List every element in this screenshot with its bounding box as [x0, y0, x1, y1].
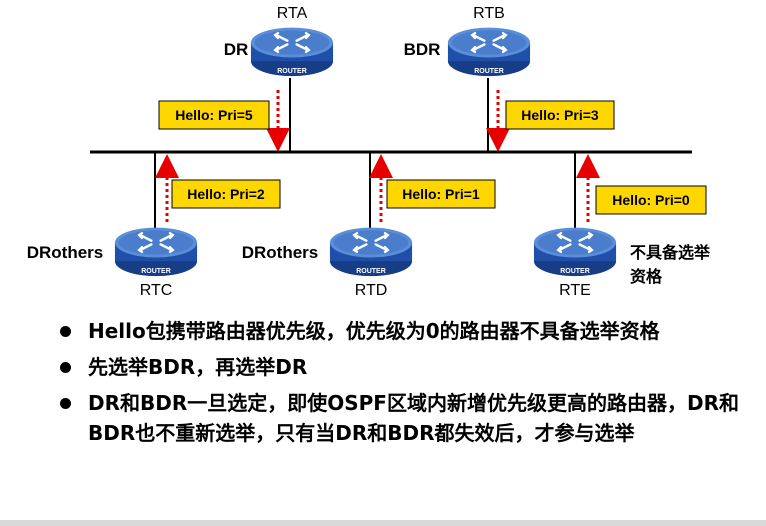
svg-text:RTA: RTA [277, 5, 308, 22]
svg-text:DRothers: DRothers [27, 243, 104, 262]
svg-text:Hello: Pri=0: Hello: Pri=0 [612, 192, 690, 208]
svg-text:Hello: Pri=1: Hello: Pri=1 [402, 186, 480, 202]
svg-text:Hello: Pri=2: Hello: Pri=2 [187, 186, 265, 202]
rtc-hello-label: Hello: Pri=2 [171, 179, 281, 209]
bullet-item: DR和BDR一旦选定，即使OSPF区域内新增优先级更高的路由器，DR和BDR也不… [60, 388, 750, 448]
svg-text:DRothers: DRothers [242, 243, 319, 262]
ospf-dr-election-diagram: Hello: Pri=5 Hello: Pri=3 Hello: Pri=2 H… [27, 5, 711, 299]
router-rta: ROUTER RTA DR [224, 5, 334, 78]
router-rtd: ROUTER RTD DRothers [242, 226, 413, 299]
bullet-dot [60, 326, 71, 337]
rtd-hello-label: Hello: Pri=1 [386, 179, 496, 209]
router-rte: ROUTER RTE 不具备选举 资格 [533, 226, 711, 299]
rte-hello-label: Hello: Pri=0 [595, 185, 707, 215]
svg-text:DR: DR [224, 40, 249, 59]
svg-text:RTD: RTD [355, 282, 388, 299]
bullet-dot [60, 398, 71, 409]
bullet-item: Hello包携带路由器优先级，优先级为0的路由器不具备选举资格 [60, 316, 750, 346]
svg-text:ROUTER: ROUTER [141, 268, 171, 275]
svg-text:RTB: RTB [473, 5, 505, 22]
svg-text:资格: 资格 [630, 267, 663, 286]
bullet-dot [60, 362, 71, 373]
svg-text:ROUTER: ROUTER [277, 68, 307, 75]
router-rtc: ROUTER RTC DRothers [27, 226, 198, 299]
rta-hello-label: Hello: Pri=5 [158, 100, 270, 130]
svg-text:RTE: RTE [559, 282, 591, 299]
svg-text:ROUTER: ROUTER [474, 68, 504, 75]
rtb-hello-label: Hello: Pri=3 [505, 100, 615, 130]
bullet-list: Hello包携带路由器优先级，优先级为0的路由器不具备选举资格 先选举BDR，再… [60, 316, 750, 454]
svg-text:ROUTER: ROUTER [356, 268, 386, 275]
svg-text:Hello: Pri=3: Hello: Pri=3 [521, 107, 599, 123]
svg-text:BDR: BDR [404, 40, 441, 59]
svg-text:RTC: RTC [140, 282, 173, 299]
svg-text:不具备选举: 不具备选举 [630, 243, 711, 262]
footer-bar [0, 520, 766, 526]
bullet-item: 先选举BDR，再选举DR [60, 352, 750, 382]
svg-text:ROUTER: ROUTER [560, 268, 590, 275]
svg-text:Hello: Pri=5: Hello: Pri=5 [175, 107, 253, 123]
router-rtb: ROUTER RTB BDR [404, 5, 531, 78]
